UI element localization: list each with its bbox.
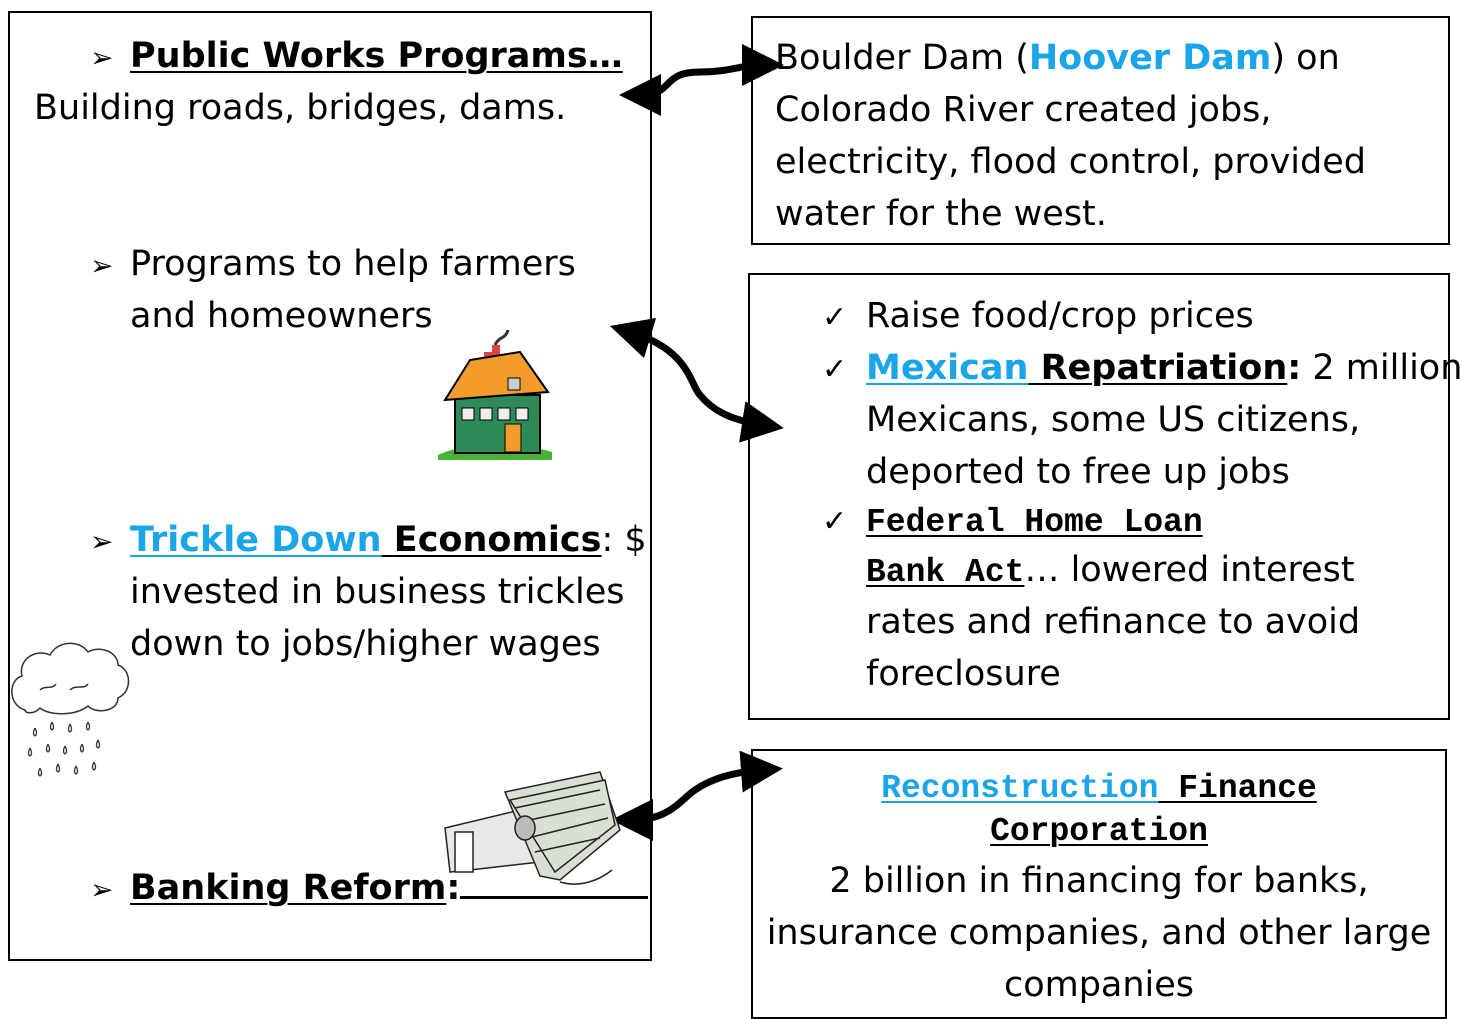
house-icon <box>438 329 552 460</box>
boulder-line1: Boulder Dam (Hoover Dam) on <box>775 38 1340 78</box>
farm-item3-line2: Bank Act… lowered interest <box>866 550 1355 591</box>
bullet-arrow-icon: ➢ <box>90 873 114 906</box>
rain-cloud-icon <box>11 642 130 777</box>
farm-item1: ✓Raise food/crop prices <box>822 290 1254 344</box>
item-banking-reform: ➢Banking Reform: <box>90 862 649 916</box>
item-public-works: ➢ Public Works Programs… <box>90 30 623 84</box>
banking-reform-blank <box>460 862 649 899</box>
double-arrow-icon <box>609 317 784 443</box>
rfc-line2: insurance companies, and other large <box>766 913 1432 953</box>
check-icon: ✓ <box>822 300 848 335</box>
farm-item2-line2: Mexicans, some US citizens, <box>866 400 1361 440</box>
hoover-dam-highlight: Hoover Dam <box>1028 38 1272 78</box>
boulder-line4: water for the west. <box>775 194 1107 234</box>
farm-item2: ✓Mexican Repatriation: 2 million <box>822 342 1462 396</box>
bullet-arrow-icon: ➢ <box>90 249 114 282</box>
farmers-line2: and homeowners <box>130 296 433 336</box>
bullet-arrow-icon: ➢ <box>90 525 114 558</box>
farm-item3-line4: foreclosure <box>866 654 1061 694</box>
rfc-title-line1: Reconstruction Finance <box>881 770 1317 807</box>
fhlb-title-line2: Bank Act <box>866 554 1025 591</box>
rfc-line3: companies <box>1003 965 1195 1005</box>
double-arrow-icon <box>611 750 783 841</box>
repatriation-title: Repatriation <box>1040 348 1288 388</box>
boulder-dam-box <box>751 16 1450 245</box>
fhlb-title-line1: Federal Home Loan <box>866 504 1203 541</box>
check-icon: ✓ <box>822 504 848 539</box>
boulder-line3: electricity, flood control, provided <box>775 142 1366 182</box>
rfc-title-line2: Corporation <box>990 813 1208 850</box>
farm-item3: ✓ Federal Home Loan <box>822 494 1203 549</box>
item-farmers-homeowners: ➢Programs to help farmers <box>90 238 576 292</box>
item-trickle-down: ➢Trickle Down Economics: $ <box>90 514 647 568</box>
rfc-line1: 2 billion in financing for banks, <box>829 861 1369 901</box>
check-icon: ✓ <box>822 352 848 387</box>
mexican-highlight: Mexican <box>866 348 1029 388</box>
money-hand-icon <box>444 771 621 885</box>
public-works-text: Building roads, bridges, dams. <box>34 88 567 128</box>
farm-home-box <box>748 273 1450 720</box>
trickle-line3: down to jobs/higher wages <box>130 624 601 664</box>
trickle-down-highlight: Trickle Down <box>130 520 382 560</box>
double-arrow-icon <box>619 44 784 116</box>
reconstruction-highlight: Reconstruction <box>881 770 1159 807</box>
farm-item2-line3: deported to free up jobs <box>866 452 1290 492</box>
trickle-line2: invested in business trickles <box>130 572 625 612</box>
farm-item3-line3: rates and refinance to avoid <box>866 602 1361 642</box>
boulder-line2: Colorado River created jobs, <box>775 90 1272 130</box>
rfc-box <box>751 749 1447 1019</box>
public-works-title: Public Works Programs… <box>130 36 623 76</box>
bullet-arrow-icon: ➢ <box>90 41 114 74</box>
banking-reform-title: Banking Reform <box>130 868 447 908</box>
economics-title: Economics <box>393 520 602 560</box>
